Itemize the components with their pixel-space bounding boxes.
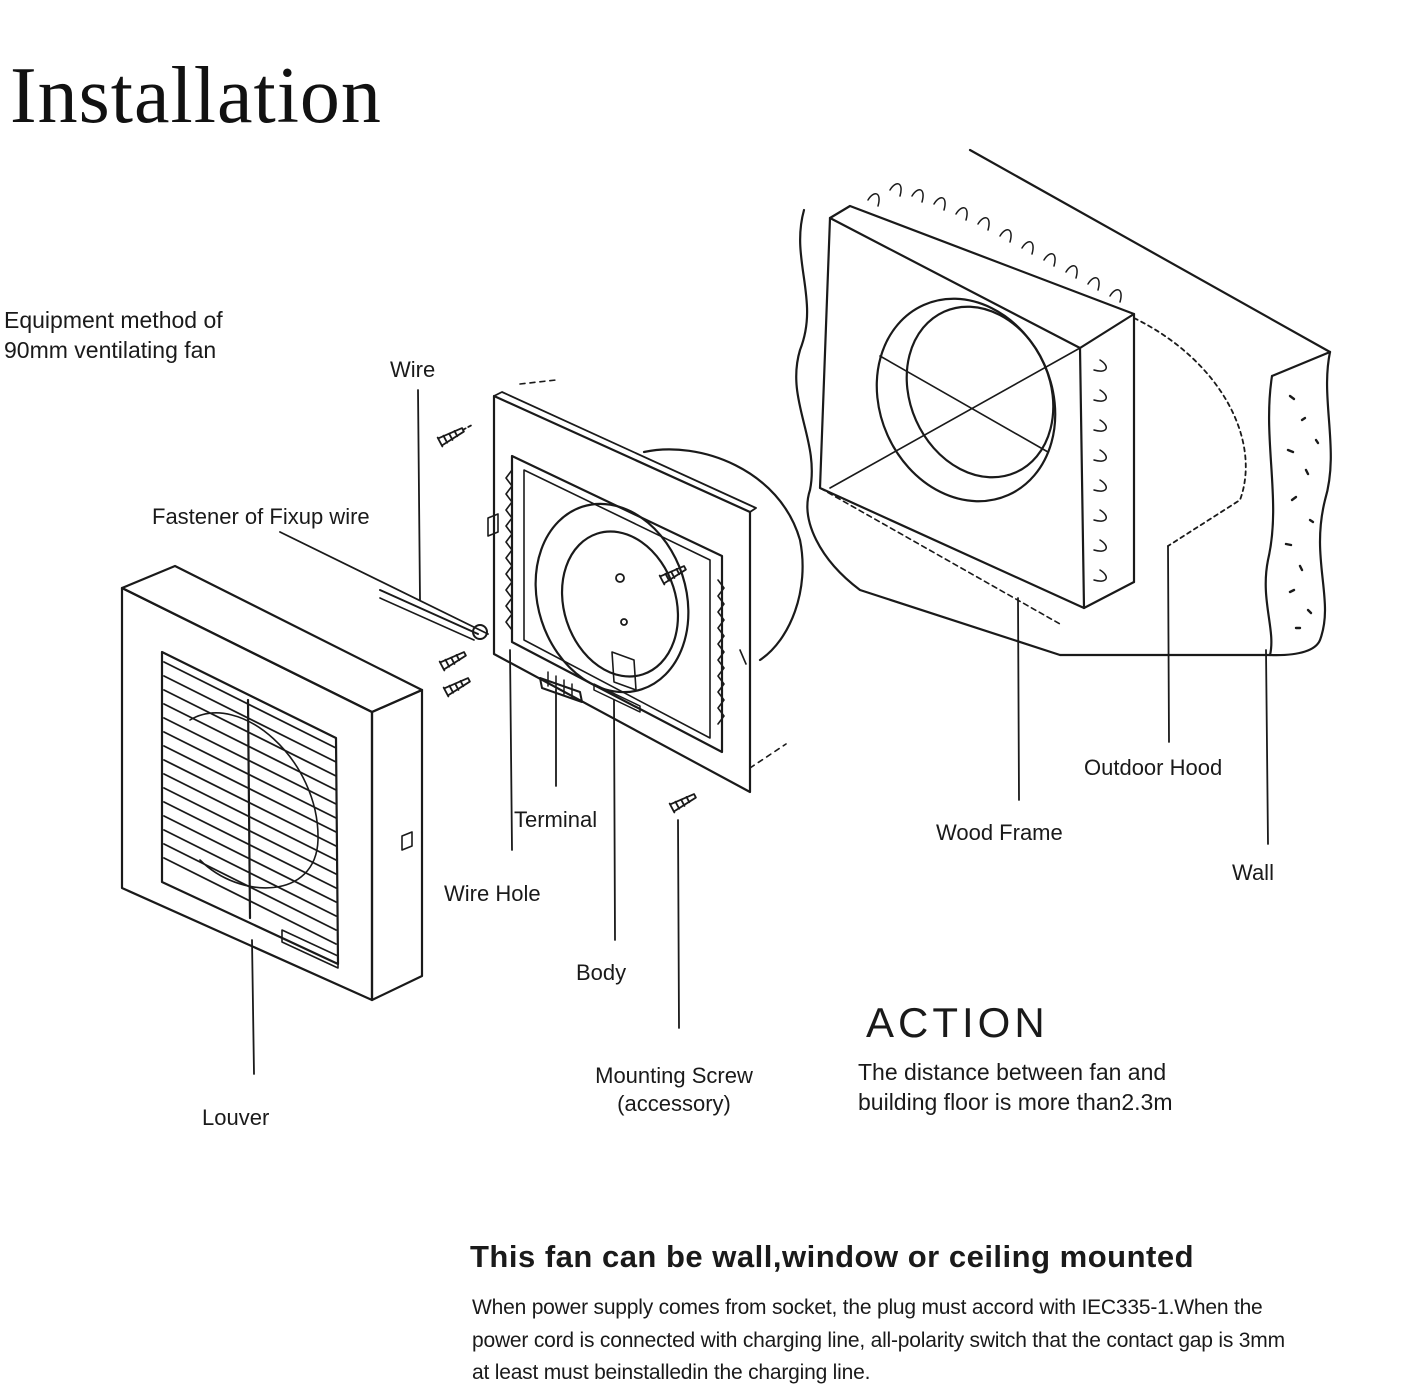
wall-duct-outer-ring	[875, 297, 1057, 503]
leader-wood-frame	[1017, 597, 1020, 801]
label-wire-hole: Wire Hole	[444, 881, 541, 906]
label-terminal: Terminal	[514, 807, 598, 832]
louver-nameplate	[281, 929, 339, 969]
fan-body-part	[487, 379, 804, 794]
louver-front-face	[120, 586, 374, 1002]
label-wire: Wire	[390, 357, 436, 382]
louver-top-face	[120, 564, 424, 714]
leader-mounting-screw	[677, 819, 680, 1029]
mounting-heading: This fan can be wall,window or ceiling m…	[470, 1239, 1195, 1274]
leader-wire-hole	[509, 649, 513, 851]
leader-wire	[417, 389, 421, 601]
label-body: Body	[576, 960, 627, 985]
body-rear-clip	[739, 649, 747, 665]
louver-fan-outline	[189, 712, 319, 889]
fixup-wire	[379, 589, 479, 635]
label-mounting-screw-line-1: Mounting Screw	[595, 1063, 753, 1088]
fixup-wire-edge	[379, 597, 475, 641]
body-motor-bracket	[611, 651, 637, 691]
label-mounting-screw-line-2: (accessory)	[617, 1090, 731, 1116]
label-fastener: Fastener of Fixup wire	[152, 504, 370, 529]
label-wall: Wall	[1232, 860, 1274, 885]
wall-depth-top	[1270, 350, 1332, 378]
action-text-line-2: building floor is more than2.3m	[858, 1088, 1173, 1115]
page-title: Installation	[10, 51, 382, 140]
body-wire-clip	[487, 513, 499, 537]
body-mounting-plate	[492, 394, 752, 794]
label-wood-frame: Wood Frame	[936, 820, 1063, 845]
leader-body	[613, 699, 616, 941]
body-inner-rim	[523, 469, 711, 739]
wall-depth-edge	[1264, 374, 1275, 657]
label-outdoor-hood: Outdoor Hood	[1084, 755, 1223, 780]
frame-diagonal-line	[829, 347, 1081, 489]
note-line-1: When power supply comes from socket, the…	[472, 1296, 1263, 1319]
wall-duct-inner-ring	[905, 305, 1055, 479]
screw-icon	[438, 651, 467, 672]
frame-width-dimension	[819, 487, 1061, 625]
wire-assembly	[379, 589, 488, 641]
action-text: The distance between fan and building fl…	[858, 1058, 1173, 1118]
leader-outdoor-hood	[1167, 545, 1170, 743]
wire-fastener-ring	[472, 624, 488, 640]
action-heading: ACTION	[866, 999, 1049, 1046]
wood-grain	[867, 183, 1122, 582]
screw-icon	[442, 677, 471, 698]
wall-left-outline	[795, 208, 1272, 657]
louver-part	[120, 564, 424, 1002]
wood-frame-top	[828, 204, 1136, 350]
body-projection-line-top	[519, 379, 557, 385]
wood-frame-bottom-corner	[1082, 580, 1136, 610]
body-motor-hub	[560, 530, 680, 678]
outdoor-hood-dashed	[1133, 317, 1247, 547]
body-projection-line-bottom	[749, 743, 787, 769]
subtitle-line-2: 90mm ventilating fan	[4, 336, 217, 363]
wall-part	[795, 148, 1332, 657]
leader-wall	[1265, 649, 1269, 845]
louver-center-divider	[246, 698, 252, 920]
note-line-3: at least must beinstalledin the charging…	[472, 1361, 871, 1385]
leader-fastener	[279, 531, 489, 635]
body-inner-frame	[510, 454, 724, 754]
subtitle-line-1: Equipment method of	[4, 307, 223, 333]
body-rear-duct	[642, 448, 804, 662]
wall-texture	[1284, 394, 1320, 630]
label-mounting-screw: Mounting Screw (accessory)	[574, 1062, 774, 1117]
leader-louver	[251, 939, 255, 1075]
mounting-screws	[436, 424, 697, 814]
note-line-2: power cord is connected with charging li…	[472, 1328, 1285, 1352]
body-terminal-block	[539, 677, 583, 703]
body-hub-hole-2	[620, 618, 628, 626]
screw-icon	[668, 793, 697, 814]
body-left-serration	[505, 469, 513, 631]
louver-side-clip	[401, 831, 413, 851]
wall-duct-diameter-line	[879, 355, 1049, 453]
screw-icon	[436, 424, 473, 448]
mounting-note-text: When power supply comes from socket, the…	[472, 1292, 1412, 1390]
leader-lines	[251, 389, 1269, 1075]
action-text-line-1: The distance between fan and	[858, 1059, 1167, 1085]
diagram-subtitle: Equipment method of 90mm ventilating fan	[4, 306, 223, 366]
wall-right-outline	[1268, 350, 1332, 657]
body-right-serration	[717, 579, 725, 725]
screw-icon	[658, 565, 687, 586]
body-terminal-pins	[547, 671, 573, 699]
label-louver: Louver	[202, 1105, 270, 1130]
body-wire-hole-slot	[593, 683, 641, 713]
body-plate-edge	[493, 391, 757, 513]
louver-side-face	[370, 688, 424, 1002]
body-hub-hole-1	[615, 573, 625, 583]
wood-frame-opening	[818, 216, 1086, 610]
wall-top-edge	[968, 148, 1332, 354]
body-fan-ring	[534, 502, 690, 694]
